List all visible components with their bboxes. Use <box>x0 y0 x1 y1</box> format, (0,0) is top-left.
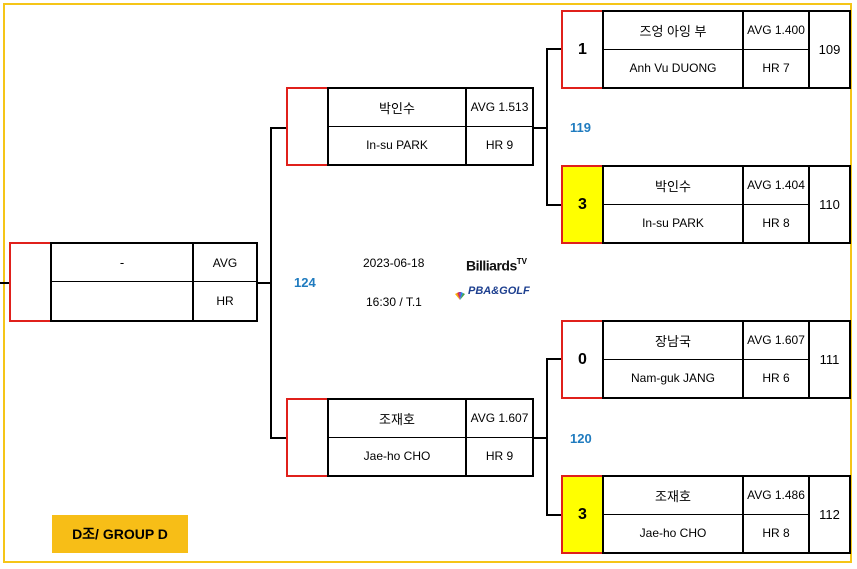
connector-line <box>546 48 562 50</box>
final-avg: AVG <box>192 244 256 282</box>
quarter-1-name-ko: 즈엉 아잉 부 <box>604 12 742 50</box>
final-hr: HR <box>192 282 256 320</box>
connector-line <box>546 48 548 206</box>
quarter-1-avg: AVG 1.400 <box>742 12 808 50</box>
quarter-4-name-ko: 조재호 <box>604 477 742 515</box>
quarter-4-seed: 112 <box>808 475 851 554</box>
final-player-card: - AVG HR <box>50 242 258 322</box>
semi-1-name-en: In-su PARK <box>366 138 428 153</box>
semi-2-match-number: 120 <box>570 431 592 446</box>
match-date: 2023-06-18 <box>363 256 425 270</box>
semi-1-score-box <box>286 87 329 166</box>
connector-line <box>270 437 288 439</box>
quarter-3-score-box: 0 <box>561 320 604 399</box>
semi-2-player-card: 조재호 AVG 1.607 Jae-ho CHO HR 9 <box>327 398 534 477</box>
quarter-4-score-box: 3 <box>561 475 604 554</box>
quarter-3-seed-label: 111 <box>819 352 840 367</box>
semi-2-hr: HR 9 <box>465 437 532 475</box>
quarter-1-seed: 109 <box>808 10 851 89</box>
quarter-2-seed: 110 <box>808 165 851 244</box>
quarter-4-name-en: Jae-ho CHO <box>639 526 707 541</box>
quarter-2-seed-label: 110 <box>819 197 840 212</box>
connector-line <box>546 514 562 516</box>
quarter-2-name-en: In-su PARK <box>642 216 704 231</box>
semi-1-player-card: 박인수 AVG 1.513 In-su PARK HR 9 <box>327 87 534 166</box>
group-label: D조/ GROUP D <box>52 515 188 553</box>
quarter-2-name-ko: 박인수 <box>604 167 742 205</box>
quarter-1-score-box: 1 <box>561 10 604 89</box>
quarter-1-player-card: 즈엉 아잉 부 AVG 1.400 Anh Vu DUONG HR 7 <box>602 10 810 89</box>
quarter-3-hr: HR 6 <box>742 359 808 397</box>
quarter-4-player-card: 조재호 AVG 1.486 Jae-ho CHO HR 8 <box>602 475 810 554</box>
connector-line <box>257 282 271 284</box>
quarter-1-hr: HR 7 <box>742 49 808 87</box>
connector-line <box>546 358 562 360</box>
final-name-ko: - <box>52 244 192 282</box>
peacock-icon <box>454 287 466 300</box>
semi-2-name-ko: 조재호 <box>329 400 465 438</box>
semi-2-avg: AVG 1.607 <box>465 400 532 438</box>
semi-1-match-number: 119 <box>570 120 591 135</box>
quarter-1-name-en: Anh Vu DUONG <box>629 61 717 76</box>
quarter-3-player-card: 장남국 AVG 1.607 Nam-guk JANG HR 6 <box>602 320 810 399</box>
semi-2-name-en: Jae-ho CHO <box>363 449 431 464</box>
connector-line <box>546 204 562 206</box>
final-match-number: 124 <box>294 275 316 290</box>
connector-line <box>546 358 548 516</box>
quarter-2-avg: AVG 1.404 <box>742 167 808 205</box>
semi-1-name-ko: 박인수 <box>329 89 465 127</box>
semi-1-hr: HR 9 <box>465 126 532 164</box>
quarter-1-seed-label: 109 <box>818 42 841 57</box>
logo-sub: PBA&GOLF <box>468 285 530 297</box>
quarter-3-name-en: Nam-guk JANG <box>630 371 716 386</box>
connector-line <box>532 127 548 129</box>
quarter-4-hr: HR 8 <box>742 514 808 552</box>
quarter-3-seed: 111 <box>808 320 851 399</box>
quarter-2-hr: HR 8 <box>742 204 808 242</box>
quarter-4-seed-label: 112 <box>819 507 840 522</box>
logo-brand-sup: TV <box>516 257 527 266</box>
connector-line <box>532 437 548 439</box>
quarter-4-score: 3 <box>578 505 587 523</box>
connector-line <box>270 127 272 438</box>
semi-1-avg: AVG 1.513 <box>465 89 532 127</box>
quarter-2-player-card: 박인수 AVG 1.404 In-su PARK HR 8 <box>602 165 810 244</box>
billiards-tv-logo: BilliardsTV PBA&GOLF <box>452 255 548 305</box>
logo-brand: Billiards <box>466 257 517 274</box>
final-name-en <box>52 282 192 320</box>
quarter-2-score-box: 3 <box>561 165 604 244</box>
connector-line <box>0 282 10 284</box>
quarter-4-avg: AVG 1.486 <box>742 477 808 515</box>
semi-2-score-box <box>286 398 329 477</box>
connector-line <box>270 127 288 129</box>
match-time-table: 16:30 / T.1 <box>366 295 422 309</box>
quarter-3-name-ko: 장남국 <box>604 322 742 360</box>
quarter-3-score: 0 <box>578 350 587 368</box>
quarter-3-avg: AVG 1.607 <box>742 322 808 360</box>
quarter-1-score: 1 <box>578 40 587 58</box>
quarter-2-score: 3 <box>578 195 587 213</box>
final-score-box <box>9 242 52 322</box>
